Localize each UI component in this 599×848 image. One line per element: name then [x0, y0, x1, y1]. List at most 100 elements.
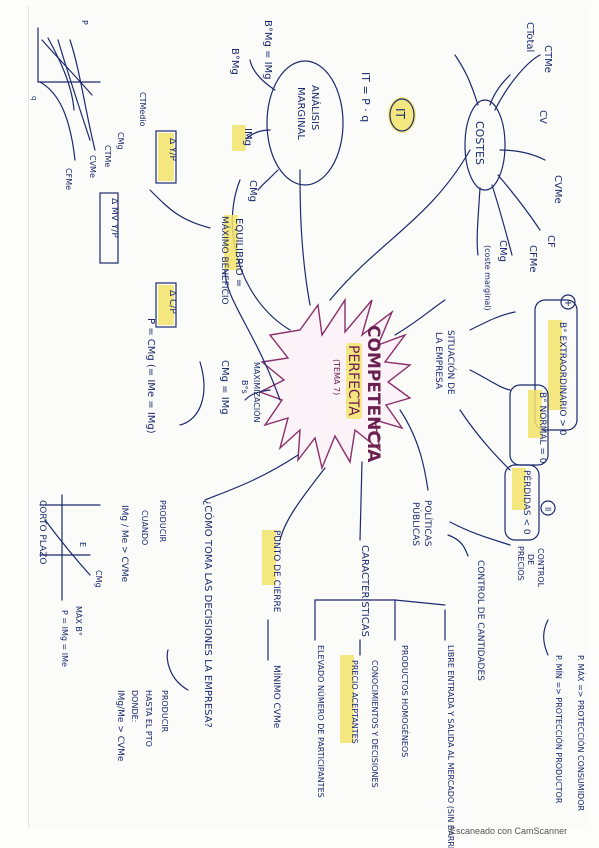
extra-highlight: [548, 320, 562, 410]
control-precios-3: PRECIOS: [516, 546, 525, 581]
equilibrio-subtitle: MÁXIMO BENEFICIO: [219, 216, 231, 305]
decisiones-right-3: DONDE:: [130, 690, 139, 722]
curve-ctmedio: CTMedio: [138, 92, 147, 127]
it-circle: [389, 98, 415, 132]
costes-node: COSTES: [473, 121, 486, 165]
decisiones-left-3: IMg / Me > CVMe: [119, 505, 129, 583]
decisiones-split: [166, 649, 189, 691]
costes-cmg: CMg: [497, 240, 508, 262]
center-subtitle: PERFECTA: [345, 345, 361, 416]
costes-branch-2: [489, 74, 511, 106]
analisis-branch-2: [244, 129, 271, 141]
graph-axis-q: q: [30, 96, 38, 100]
perdidas-highlight: [512, 468, 526, 510]
graph-box-dyp: Δ Y/P: [167, 138, 177, 162]
costes-branch-5: [497, 174, 541, 231]
max-title: MAXIMIZACIÓN: [252, 362, 263, 423]
graph-e: E: [78, 542, 87, 547]
graph-link: [149, 189, 211, 229]
link-ingreso: [299, 169, 311, 306]
situacion-branch-1: [469, 311, 516, 331]
scanner-footer: Escaneado con CamScanner: [450, 826, 568, 836]
decisiones-left-2: CUANDO: [140, 510, 149, 545]
link-decisiones: [204, 454, 299, 501]
caract-fan-2: [394, 599, 446, 606]
link-equilibrio: [224, 269, 281, 401]
box-dyp-highlight: [158, 133, 174, 181]
costes-cmg-note: (coste marginal): [483, 245, 492, 311]
analisis-node-line-2: MARGINAL: [295, 87, 306, 140]
decisiones-right-1: PRODUCIR: [160, 690, 169, 733]
ingreso-formula: IT = P · q: [359, 72, 372, 122]
img-highlight: [232, 125, 246, 151]
link-caracteristicas: [359, 461, 363, 541]
max-formula: CMg = IMg: [219, 360, 230, 415]
precios-brace: [543, 619, 549, 656]
plus-circle: [560, 294, 576, 310]
situacion-branch-3: [459, 409, 511, 471]
box-dmvyp: [99, 192, 119, 264]
perdidas-box: [504, 464, 540, 541]
analisis-img: IMg: [242, 128, 253, 146]
aceptantes-highlight: [340, 655, 354, 743]
politicas-pmin: P. MÍN => PROTECCIÓN PRODUCTOR: [554, 655, 565, 804]
costes-branch-7: [476, 187, 481, 256]
box-dyp: [155, 130, 177, 184]
caract-title: CARACTERÍSTICAS: [359, 545, 372, 637]
costes-branch-3: [499, 149, 546, 161]
caract-numero: ELEVADO NÚMERO DE PARTICIPANTES: [316, 645, 327, 798]
control-precios-1: CONTROL: [536, 548, 545, 588]
equilibrio-highlight: [224, 215, 238, 270]
short-run-graph: [39, 494, 101, 601]
situacion-branch-2: [469, 369, 511, 391]
curve-cfme: CFMe: [64, 168, 73, 190]
caract-conocimientos: CONOCIMIENTOS Y DECISIONES: [370, 660, 379, 788]
link-politicas: [399, 409, 429, 491]
situacion-perdidas: PÉRDIDAS < 0: [521, 470, 533, 535]
cierre-highlight: [262, 530, 276, 585]
graph-box-dmvyp: Δ MV Y/P: [109, 198, 119, 238]
politicas-branch-1: [449, 521, 511, 546]
graph-max: MÁX B°: [74, 606, 85, 636]
max-sub: B°s: [240, 380, 249, 394]
box-dcp: [155, 282, 177, 328]
caract-homogeneos: PRODUCTOS HOMOGÉNEOS: [400, 645, 411, 757]
equal-circle: [540, 500, 556, 516]
ingreso-node: IT: [393, 108, 407, 120]
caract-aceptantes: PRECIO ACEPTANTES: [350, 660, 359, 744]
graph-axis-p: P: [80, 20, 89, 25]
analisis-branch-1: [249, 59, 276, 91]
decisiones-right-2: HASTA EL PTO: [144, 690, 153, 747]
link-costes: [329, 149, 471, 301]
costes-branch-6: [491, 184, 513, 256]
cierre-value: MÍNIMO CVMe: [271, 665, 283, 729]
decisiones-right-4: IMg/Me > CVMe: [115, 690, 125, 762]
situacion-mark-plus: +: [564, 298, 572, 309]
curve-ctme: CTMe: [103, 145, 112, 167]
center-starburst: [258, 297, 412, 471]
control-cantidades: CONTROL DE CANTIDADES: [475, 560, 485, 681]
corto-plazo: CORTO PLAZO: [37, 500, 47, 564]
control-precios-2: DE: [526, 554, 535, 565]
analisis-branch-3: [257, 169, 279, 191]
costes-cf: CF: [545, 235, 556, 248]
analisis-node-line-1: ANÁLISIS: [309, 85, 322, 130]
politicas-label-2: PÚBLICAS: [410, 502, 422, 546]
analisis-bmg: B°Mg: [229, 48, 240, 75]
extra-box: [534, 299, 578, 431]
costes-branch-1: [494, 54, 541, 111]
politicas-pmax: P. MÁX => PROTECCIÓN CONSUMIDOR: [576, 655, 587, 812]
link-maximizacion: [244, 389, 271, 401]
cost-curves-graph: P q: [30, 20, 101, 161]
situacion-extra: B° EXTRAORDINARIO > 0: [557, 322, 567, 436]
curve-cmg: CMg: [116, 132, 125, 150]
situacion-normal: B° NORMAL = 0: [537, 392, 547, 464]
box-dcp-highlight: [158, 285, 174, 325]
normal-highlight: [528, 390, 542, 438]
equilibrio-formula: P = CMg (= IMe = IMg): [145, 318, 156, 434]
costes-ctotal: CTotal: [524, 22, 535, 52]
costes-cv: CV: [537, 110, 548, 124]
situacion-label-2: LA EMPRESA: [433, 332, 443, 390]
equilibrio-title: EQUILIBRIO =: [233, 218, 244, 287]
